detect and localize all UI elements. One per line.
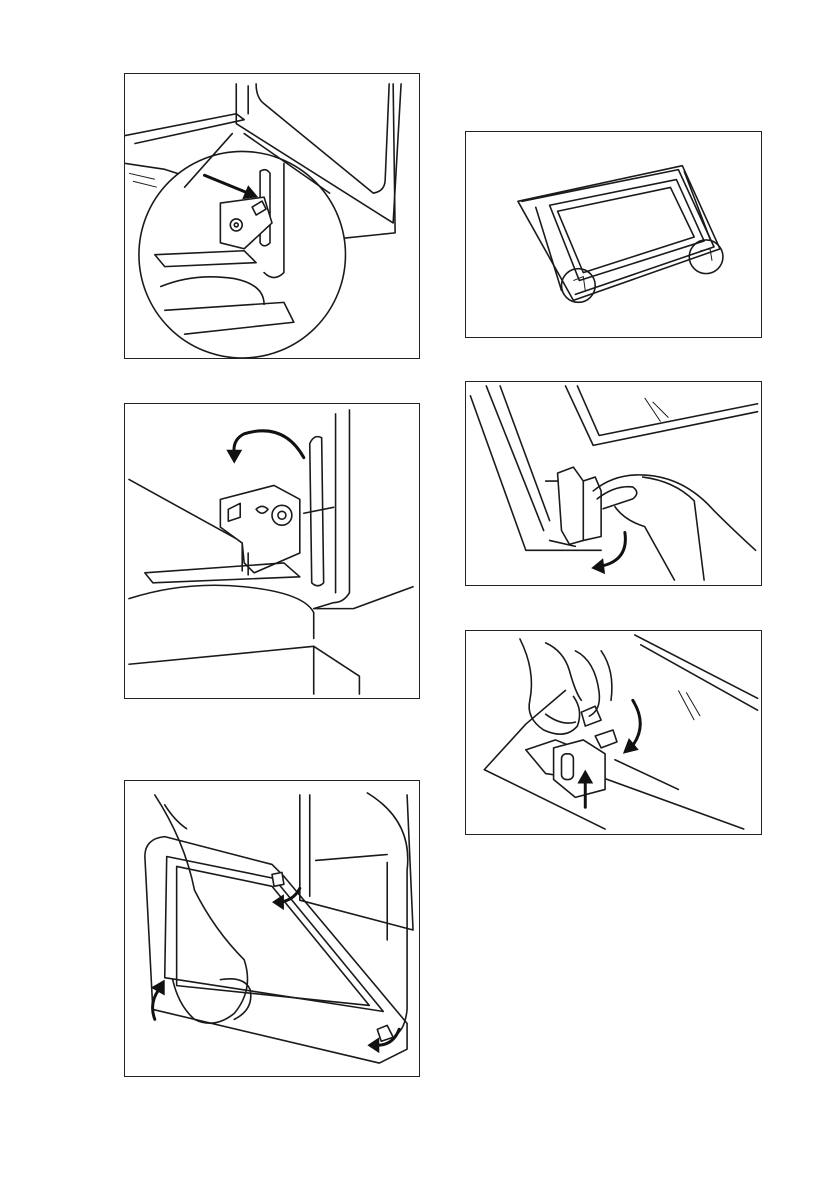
figure-door-flat	[465, 131, 762, 338]
figure-door-lift	[124, 780, 420, 1077]
clip-lift-illustration	[466, 631, 761, 834]
trim-release-illustration	[466, 382, 761, 585]
release-arrow	[601, 533, 625, 567]
figure-trim-release	[465, 381, 762, 586]
hinge-rotate-illustration	[125, 404, 419, 698]
press-arrow	[631, 700, 640, 748]
clip-marker-right	[689, 240, 723, 274]
figure-hinge-rotate	[124, 403, 420, 699]
figure-hinge-lock	[124, 73, 420, 359]
door-lift-illustration	[125, 781, 419, 1076]
door-flat-illustration	[466, 132, 761, 337]
figure-clip-lift	[465, 630, 762, 835]
clip-marker-left	[562, 269, 596, 303]
hinge-lock-illustration	[125, 74, 419, 358]
rotate-arrow	[234, 431, 304, 458]
lift-arrow	[153, 990, 159, 1020]
